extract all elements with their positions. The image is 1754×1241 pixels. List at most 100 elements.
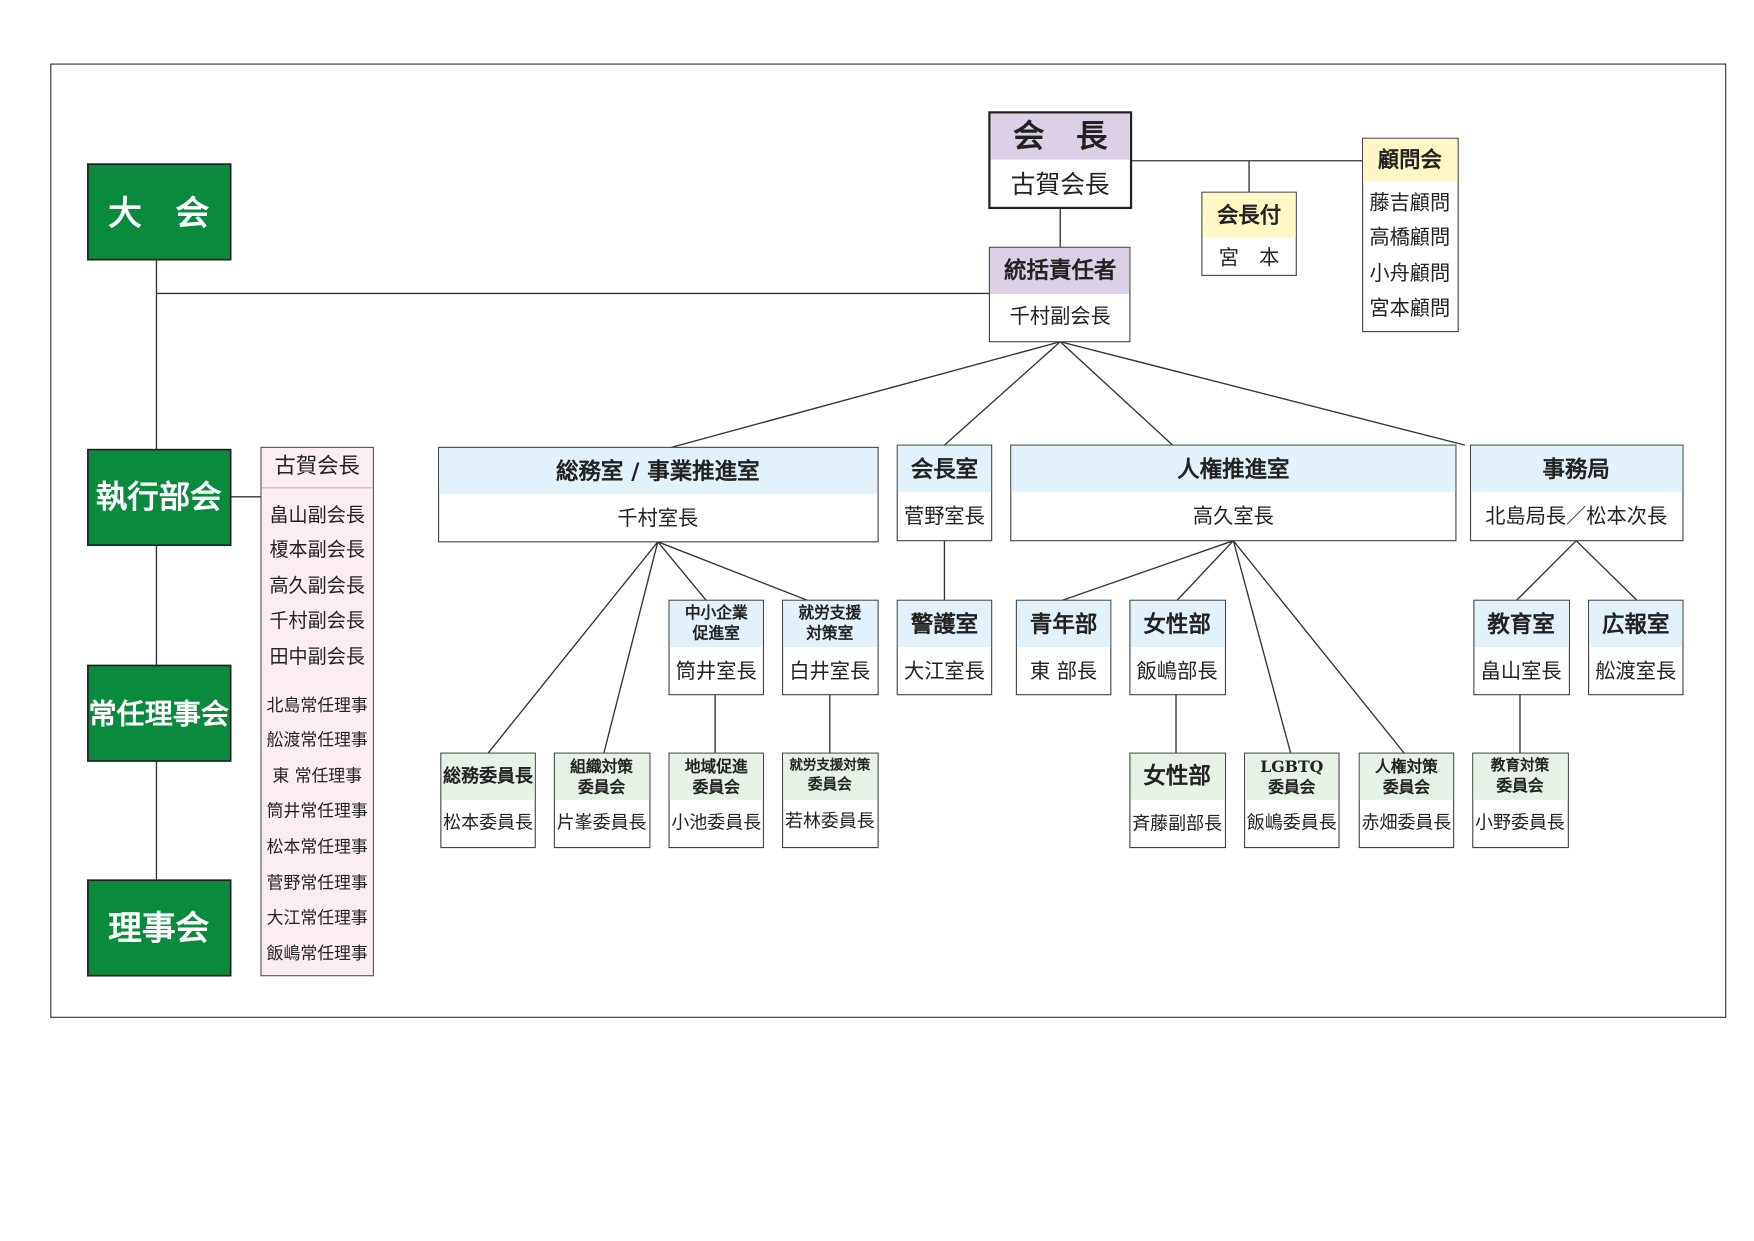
president-name: 古賀会長 [1011,170,1110,199]
sub-chusho-box[interactable]: 中小企業 促進室 筒井室長 [668,599,765,696]
committee-title-line: 教育対策 [1490,756,1550,774]
members-list: 古賀会長 畠山副会長 榎本副会長 高久副会長 千村副会長 田中副会長 北島常任理… [260,446,374,977]
soumu-s2-line [657,541,808,601]
member-item: 北島常任理事 [267,695,368,715]
sub-kouhou-box[interactable]: 広報室 舩渡室長 [1587,599,1684,696]
member-item: 松本常任理事 [267,836,368,856]
committee-head: 飯嶋委員長 [1247,812,1337,833]
rijikai-label: 理事会 [108,907,209,947]
committee-head: 小野委員長 [1475,812,1565,833]
member-item: 高久副会長 [269,574,364,597]
kaichouzuki-title: 会長付 [1217,202,1281,228]
committee-shurou-box[interactable]: 就労支援対策 委員会 若林委員長 [782,752,879,849]
kaichouzuki-box[interactable]: 会長付 宮 本 [1201,191,1297,276]
jimu-kouhou-line [1575,540,1638,601]
committee-lgbtq-box[interactable]: LGBTQ 委員会 飯嶋委員長 [1244,752,1340,849]
committee-chiiki-box[interactable]: 地域促進 委員会 小池委員長 [668,752,765,849]
committee-kyouiku-box[interactable]: 教育対策 委員会 小野委員長 [1472,752,1569,849]
soumu-c1-line [487,541,659,754]
committee-josei-box[interactable]: 女性部 斉藤副部長 [1129,752,1227,849]
committee-head: 赤畑委員長 [1362,812,1452,833]
committee-head: 若林委員長 [785,811,875,832]
sub-seinen-box[interactable]: 青年部 東 部長 [1015,599,1112,696]
member-item: 飯嶋常任理事 [267,943,368,963]
committee-title-line: 委員会 [1267,777,1315,796]
committee-head: 片峯委員長 [557,812,647,833]
member-item: 大江常任理事 [267,907,368,927]
komonkai-box[interactable]: 顧問会 藤吉顧問 高橋顧問 小舟顧問 宮本顧問 [1362,137,1459,333]
sub-title-line: 中小企業 [685,603,748,622]
president-box[interactable]: 会 長 古賀会長 [988,111,1133,210]
soumu-c2-line [603,541,659,754]
sub-title-line: 警護室 [911,611,978,638]
sub-head: 白井室長 [789,659,870,683]
sub-kyouiku-box[interactable]: 教育室 畠山室長 [1473,599,1571,696]
office-kaichoushitsu-box[interactable]: 会長室 菅野室長 [896,444,993,542]
sub-title-line: 就労支援 [798,603,861,622]
sub-title-line: 広報室 [1602,611,1669,638]
member-item: 榎本副会長 [269,538,364,561]
member-item: 東 常任理事 [272,766,362,786]
sub-shurou-box[interactable]: 就労支援 対策室 白井室長 [782,599,879,696]
office-head: 千村室長 [617,506,698,530]
sub-title-line: 青年部 [1030,611,1097,638]
taikai-box[interactable]: 大 会 [87,163,232,261]
kaichouzuki-name: 宮 本 [1219,245,1280,269]
committee-soumu-box[interactable]: 総務委員長 松本委員長 [440,752,536,849]
jinken-josei-line [1176,540,1234,601]
tokatsu-box[interactable]: 統括責任者 千村副会長 [988,246,1131,343]
komon-member: 藤吉顧問 [1369,190,1450,214]
sub-title-line: 教育室 [1487,611,1554,638]
member-item: 古賀会長 [275,454,360,479]
komonkai-title: 顧問会 [1378,147,1443,173]
committee-head: 斉藤副部長 [1132,813,1222,834]
sub-josei-box[interactable]: 女性部 飯嶋部長 [1129,599,1227,696]
committee-head: 松本委員長 [443,812,533,833]
committee-head: 小池委員長 [671,812,761,833]
office-title: 事務局 [1542,456,1609,483]
sub-title-line: 女性部 [1143,611,1210,638]
jouninrijikai-label: 常任理事会 [88,697,228,730]
komon-member: 宮本顧問 [1369,296,1450,320]
committee-title-line: 人権対策 [1375,757,1438,776]
office-jimukyoku-box[interactable]: 事務局 北島局長／松本次長 [1469,444,1684,542]
committee-title-line: 委員会 [1382,777,1430,796]
office-title: 人権推進室 [1177,456,1289,483]
committee-jinken-box[interactable]: 人権対策 委員会 赤畑委員長 [1358,752,1455,849]
komon-member: 高橋顧問 [1369,225,1450,249]
jinken-seinen-line [1062,540,1234,601]
committee-title-line: 地域促進 [685,757,748,776]
tokatsu-jimukyoku-line [1060,341,1466,446]
member-item: 舩渡常任理事 [267,730,368,750]
soumu-s1-line [657,541,707,601]
committee-title-line: 総務委員長 [443,765,534,787]
committee-soshiki-box[interactable]: 組織対策 委員会 片峯委員長 [553,752,651,849]
shikkoubukai-label: 執行部会 [96,478,222,515]
jinken-jinkentaisaku-line [1232,540,1405,754]
office-head: 北島局長／松本次長 [1485,504,1667,528]
member-item: 田中副会長 [269,645,364,668]
jinken-lgbtq-line [1232,540,1292,754]
shikkoubukai-box[interactable]: 執行部会 [87,448,232,547]
president-title: 会 長 [1013,118,1108,155]
committee-title-line: 女性部 [1143,763,1210,790]
komon-member: 小舟顧問 [1369,261,1450,285]
sub-head: 畠山室長 [1481,659,1562,683]
office-jinken-box[interactable]: 人権推進室 高久室長 [1010,444,1457,542]
tokatsu-soumu-line [671,341,1061,449]
sub-head: 筒井室長 [676,659,757,683]
office-title: 総務室 / 事業推進室 [556,458,760,485]
office-title: 会長室 [911,456,978,483]
sub-keigo-box[interactable]: 警護室 大江室長 [896,599,993,696]
tokatsu-name: 千村副会長 [1010,304,1111,328]
office-soumu-box[interactable]: 総務室 / 事業推進室 千村室長 [438,446,879,543]
connectors [155,160,1638,881]
member-item: 千村副会長 [269,609,364,632]
sub-head: 大江室長 [904,659,985,683]
outer-frame [50,63,1727,1018]
jouninrijikai-box[interactable]: 常任理事会 [87,664,232,762]
committee-title-line: LGBTQ [1260,757,1323,776]
rijikai-box[interactable]: 理事会 [87,879,232,977]
committee-title-line: 委員会 [692,777,740,796]
member-item: 畠山副会長 [269,503,364,526]
